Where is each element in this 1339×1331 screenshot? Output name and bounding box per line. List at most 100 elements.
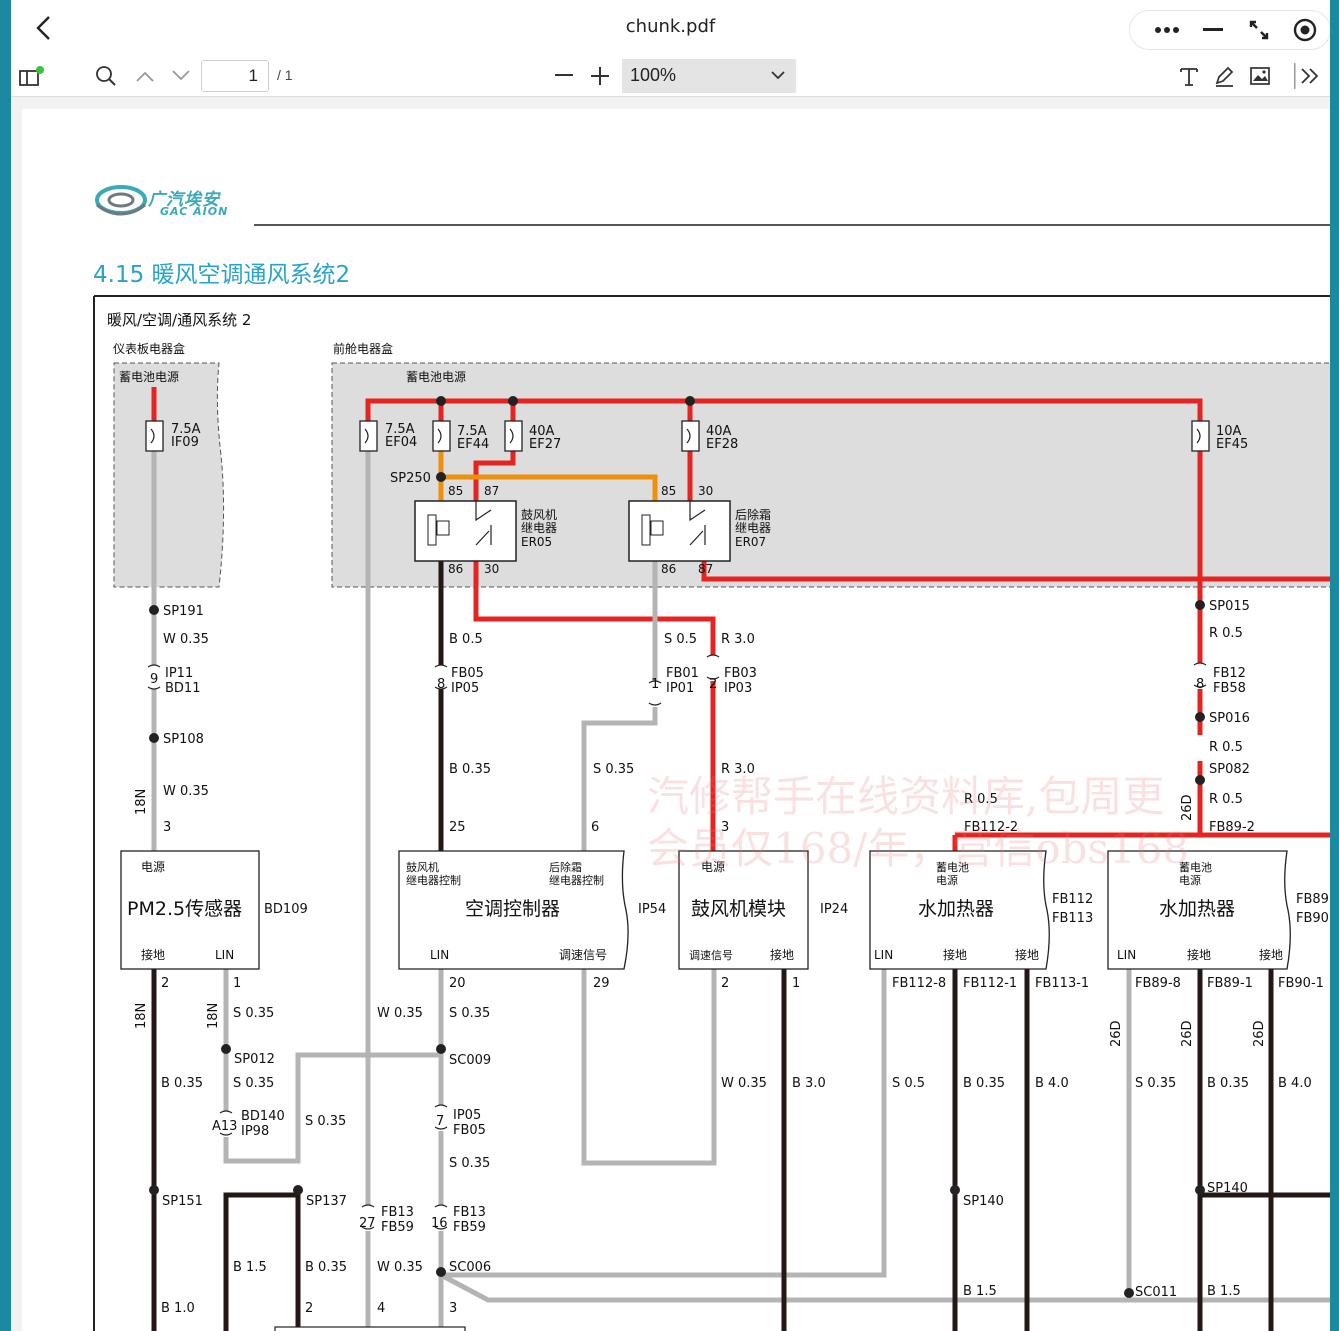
connector-label: FB58: [1213, 681, 1246, 696]
connector-label: IP05: [453, 1108, 481, 1123]
document-title: chunk.pdf: [625, 16, 716, 37]
pin-label: 2: [721, 976, 729, 991]
svg-text:电源: 电源: [141, 860, 165, 874]
pin-label: 7: [436, 1114, 444, 1129]
connector-label: FB05: [453, 1123, 486, 1138]
pin-label: 6: [591, 820, 599, 835]
page-number-input[interactable]: [201, 60, 269, 92]
svg-text:FB113: FB113: [1052, 911, 1093, 926]
wire-label: S 0.35: [305, 1114, 346, 1129]
splice-label: SP082: [1209, 762, 1250, 777]
svg-text:FB89: FB89: [1296, 892, 1329, 907]
svg-text:调速信号: 调速信号: [689, 949, 733, 962]
wire-code: 18N: [134, 1003, 149, 1029]
svg-text:水加热器: 水加热器: [918, 898, 994, 920]
pin-label: 20: [449, 976, 466, 991]
sidebar-toggle-button[interactable]: [17, 62, 45, 90]
fuse-rating: 40A: [529, 424, 555, 439]
wire-label: S 0.35: [233, 1006, 274, 1021]
wire-label: W 0.35: [377, 1006, 423, 1021]
wire-label: B 0.35: [161, 1076, 203, 1091]
wire-label: R 3.0: [721, 762, 755, 777]
desktop-edge: [1330, 0, 1339, 1331]
restore-button[interactable]: [1244, 16, 1274, 44]
fuse-id: EF27: [529, 437, 561, 452]
svg-text:接地: 接地: [770, 947, 794, 962]
svg-text:电源: 电源: [701, 860, 725, 874]
wire-label: W 0.35: [721, 1076, 767, 1091]
connector-label: FB112-2: [964, 820, 1018, 835]
wire-label: B 0.35: [963, 1076, 1005, 1091]
splice-label: SP140: [963, 1194, 1004, 1209]
connector-label: FB13: [453, 1205, 486, 1220]
pin-label: 4: [377, 1301, 385, 1316]
fuse-id: EF44: [457, 437, 489, 452]
pin-label: 25: [449, 820, 466, 835]
splice-label: SP108: [163, 732, 204, 747]
relay-pin: 86: [661, 562, 676, 576]
svg-text:蓄电池: 蓄电池: [936, 861, 969, 874]
prev-page-button[interactable]: [131, 62, 159, 90]
wire-label: R 0.5: [964, 792, 998, 807]
gac-logo-icon: [95, 185, 147, 216]
zoom-select[interactable]: 100%: [622, 59, 796, 93]
text-tool-button[interactable]: [1175, 62, 1203, 90]
pen-icon: [1215, 66, 1234, 87]
draw-tool-button[interactable]: [1210, 62, 1238, 90]
fuse-id: EF28: [706, 437, 738, 452]
relay-pin: 30: [698, 484, 713, 498]
image-tool-button[interactable]: [1246, 62, 1274, 90]
fuse-rating: 40A: [706, 424, 732, 439]
pin-label: 1: [651, 677, 659, 692]
connector-label: IP03: [724, 681, 752, 696]
svg-text:PM2.5传感器: PM2.5传感器: [127, 898, 242, 920]
splice-label: SP191: [163, 604, 204, 619]
search-button[interactable]: [92, 62, 120, 90]
pin-label: FB89-1: [1207, 976, 1253, 991]
relay-label: 鼓风机: [521, 508, 557, 522]
minimize-button[interactable]: [1198, 16, 1228, 44]
svg-text:FB90: FB90: [1296, 911, 1329, 926]
wire-label: R 0.5: [1209, 792, 1243, 807]
splice-label: SP137: [306, 1194, 347, 1209]
wire-label: S 0.35: [449, 1006, 490, 1021]
pin-label: 1: [233, 976, 241, 991]
back-button[interactable]: [31, 14, 57, 42]
pin-label: 1: [792, 976, 800, 991]
search-icon: [96, 66, 116, 86]
wire-label: B 1.5: [1207, 1284, 1241, 1299]
splice-label: SP250: [390, 471, 431, 486]
wiring-diagram: 暖风/空调/通风系统 2 仪表板电器盒 前舱电器盒 蓄电池电源 蓄电池电源: [93, 295, 1330, 1331]
svg-text:电源: 电源: [1179, 873, 1201, 887]
relay-id: ER07: [735, 535, 766, 549]
wire-label: S 0.35: [1135, 1076, 1176, 1091]
next-page-button[interactable]: [167, 62, 195, 90]
wire-label: S 0.35: [449, 1156, 490, 1171]
splice-label: SC006: [449, 1260, 491, 1275]
pin-label: 2: [305, 1301, 313, 1316]
fuse-id: EF04: [385, 435, 417, 450]
wire-label: B 1.5: [963, 1284, 997, 1299]
connector-label: BD11: [165, 681, 200, 696]
wire-label: W 0.35: [377, 1260, 423, 1275]
fuse-id: IF09: [171, 435, 199, 450]
pdf-viewer-window: chunk.pdf / 1: [11, 0, 1331, 1331]
more-button[interactable]: [1152, 16, 1182, 44]
wire-label: B 0.5: [449, 632, 483, 647]
wire-label: S 0.35: [593, 762, 634, 777]
relay-er05: [414, 500, 517, 562]
wire-label: R 3.0: [721, 632, 755, 647]
svg-text:接地: 接地: [1187, 947, 1211, 962]
connector-label: FB13: [381, 1205, 414, 1220]
zoom-in-button[interactable]: [586, 62, 614, 90]
wire-code: 26D: [1252, 1020, 1267, 1047]
svg-text:LIN: LIN: [430, 948, 449, 962]
diagram-title: 暖风/空调/通风系统 2: [107, 311, 251, 329]
more-tools-button[interactable]: [1296, 62, 1324, 90]
close-button[interactable]: [1290, 16, 1320, 44]
svg-text:接地: 接地: [943, 947, 967, 962]
image-icon: [1250, 67, 1270, 85]
zoom-out-button[interactable]: [551, 62, 579, 90]
pin-label: 29: [593, 976, 610, 991]
svg-text:LIN: LIN: [874, 948, 893, 962]
